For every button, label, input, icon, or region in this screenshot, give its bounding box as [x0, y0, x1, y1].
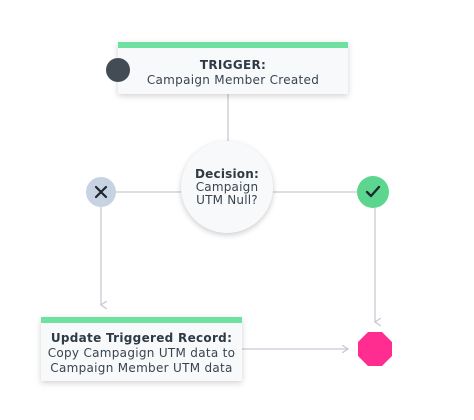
no-branch-node[interactable]: [86, 177, 116, 207]
trigger-card[interactable]: TRIGGER: Campaign Member Created: [118, 42, 348, 94]
decision-title: Decision:: [195, 166, 259, 181]
update-line-2: Campaign Member UTM data: [50, 361, 233, 375]
stop-icon[interactable]: [358, 332, 392, 366]
decision-line-2: UTM Null?: [196, 192, 258, 207]
update-title: Update Triggered Record:: [50, 331, 233, 345]
yes-branch-node[interactable]: [357, 176, 389, 208]
update-line-1: Copy Campagign UTM data to: [47, 346, 236, 360]
decision-node[interactable]: Decision: Campaign UTM Null?: [181, 141, 273, 233]
decision-line-1: Campaign: [195, 179, 259, 194]
trigger-dot-icon: [106, 58, 130, 82]
trigger-title: TRIGGER:: [199, 58, 267, 72]
checkmark-icon: [365, 185, 381, 198]
close-icon: [94, 185, 108, 199]
trigger-description: Campaign Member Created: [146, 73, 320, 87]
update-record-card[interactable]: Update Triggered Record: Copy Campagign …: [41, 317, 242, 381]
